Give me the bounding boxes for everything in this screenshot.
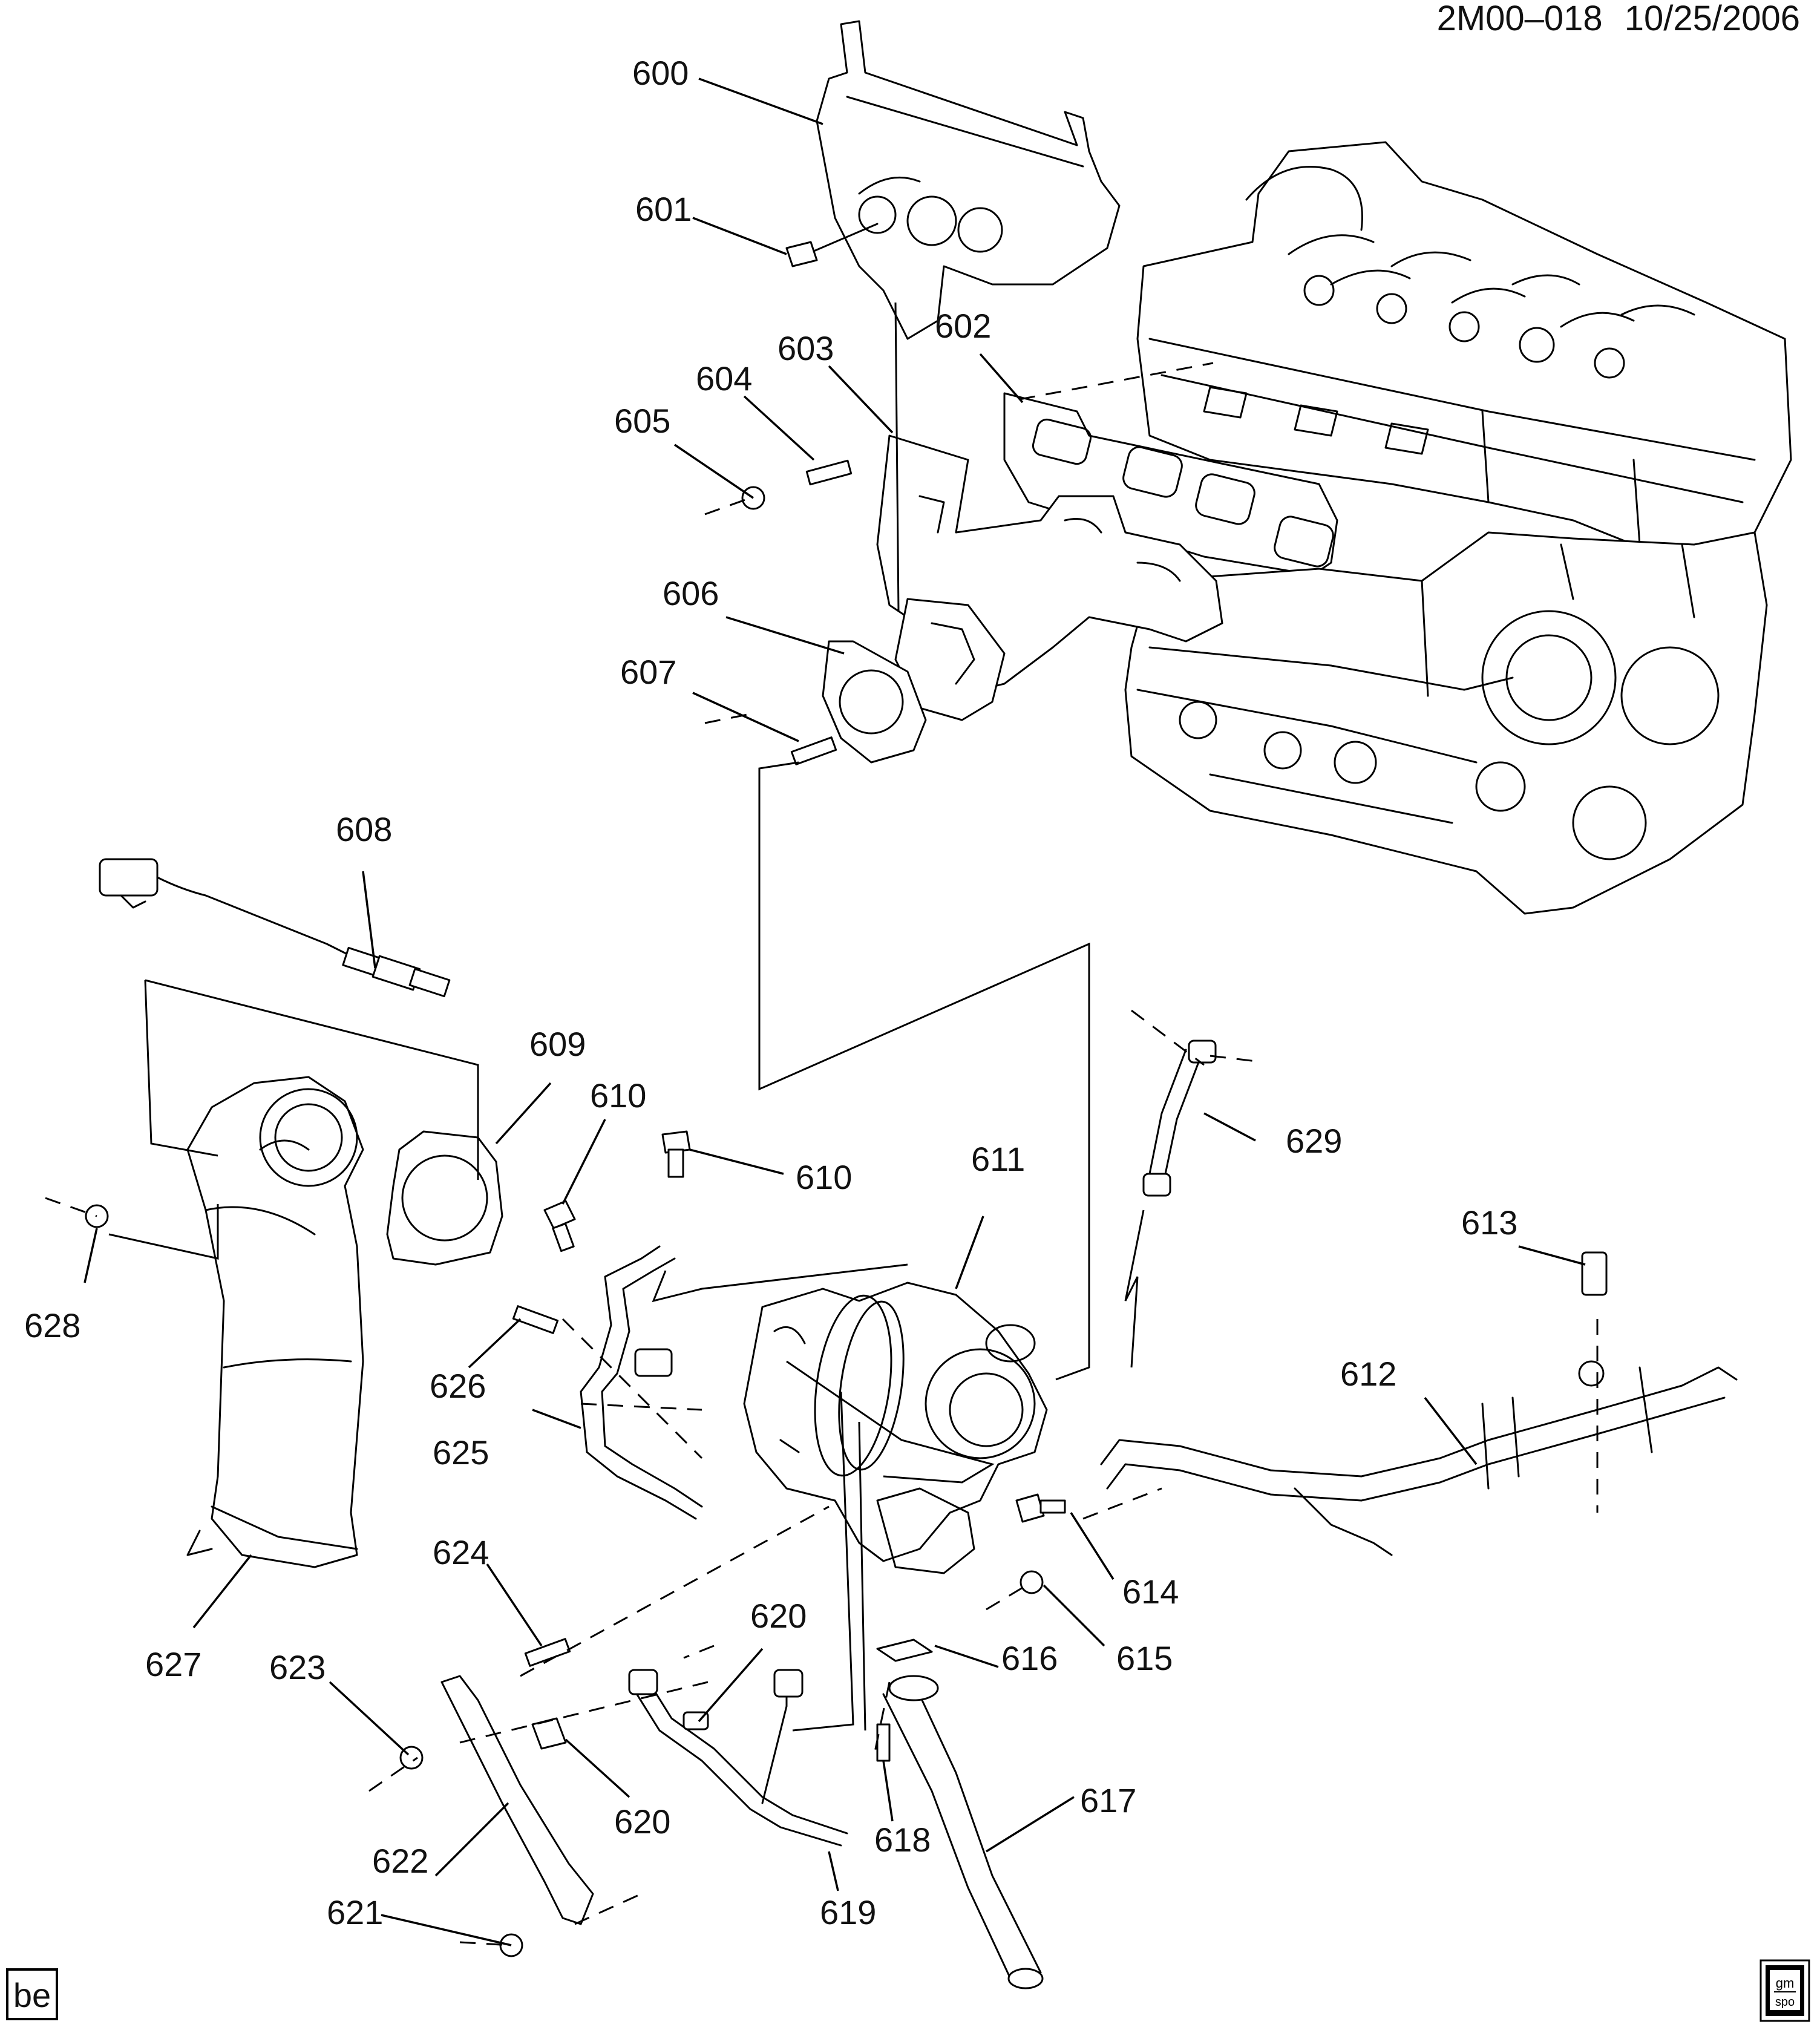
callout-624: 624 bbox=[433, 1533, 489, 1571]
callout-621: 621 bbox=[327, 1893, 383, 1931]
callout-622: 622 bbox=[372, 1842, 428, 1880]
pipe-625 bbox=[580, 1245, 703, 1520]
leader-lines bbox=[83, 77, 1586, 1946]
callout-603: 603 bbox=[777, 329, 834, 367]
callout-628: 628 bbox=[24, 1306, 80, 1344]
callout-610-upper: 610 bbox=[590, 1076, 646, 1115]
callout-602: 602 bbox=[935, 307, 991, 345]
callout-606: 606 bbox=[663, 574, 719, 612]
callout-609: 609 bbox=[529, 1025, 586, 1063]
callout-608: 608 bbox=[336, 810, 392, 848]
callout-623: 623 bbox=[269, 1648, 326, 1686]
oxygen-sensor-608 bbox=[99, 858, 451, 998]
diagram-date: 10/25/2006 bbox=[1625, 0, 1800, 38]
gasket-609 bbox=[386, 1130, 503, 1266]
callout-618: 618 bbox=[874, 1821, 931, 1859]
callout-613: 613 bbox=[1461, 1203, 1517, 1242]
illustration-badge: be bbox=[6, 1968, 58, 2020]
callout-626: 626 bbox=[430, 1367, 486, 1405]
fasteners bbox=[85, 223, 1608, 1957]
callout-614: 614 bbox=[1122, 1573, 1179, 1611]
callout-616: 616 bbox=[1001, 1639, 1058, 1677]
diagram-header: 2M00–018 10/25/2006 bbox=[1437, 0, 1800, 38]
heat-shield-600 bbox=[816, 20, 1121, 340]
turbocharger-611 bbox=[743, 1282, 1048, 1574]
callout-627: 627 bbox=[145, 1645, 201, 1683]
callout-605: 605 bbox=[614, 402, 670, 440]
callout-612: 612 bbox=[1340, 1355, 1396, 1393]
pipe-617 bbox=[882, 1675, 1044, 1989]
callout-620-lower: 620 bbox=[614, 1802, 670, 1841]
callout-labels: 600 601 602 603 604 605 606 607 608 609 … bbox=[24, 54, 1517, 1931]
callout-610-lower: 610 bbox=[796, 1158, 852, 1196]
oil-return-pipe-612 bbox=[1100, 1360, 1738, 1556]
callout-600: 600 bbox=[632, 54, 689, 92]
bracket-622 bbox=[440, 1675, 594, 1925]
exhaust-manifold-603 bbox=[876, 434, 1223, 721]
logo-spo-text: spo bbox=[1775, 1995, 1795, 2009]
engine-block bbox=[1003, 141, 1792, 915]
callout-615: 615 bbox=[1116, 1639, 1173, 1677]
callout-625: 625 bbox=[433, 1433, 489, 1472]
callout-619: 619 bbox=[820, 1893, 876, 1931]
diagram-code: 2M00–018 bbox=[1437, 0, 1603, 38]
logo-gm-text: gm bbox=[1776, 1976, 1795, 1991]
gm-spo-logo: gm spo bbox=[1759, 1959, 1810, 2022]
callout-607: 607 bbox=[620, 653, 676, 691]
badge-text: be bbox=[13, 1976, 51, 2014]
catalytic-converter-627 bbox=[186, 1076, 364, 1568]
callout-617: 617 bbox=[1080, 1781, 1136, 1819]
callout-601: 601 bbox=[635, 190, 692, 228]
callout-620-upper: 620 bbox=[750, 1597, 807, 1635]
pipe-629 bbox=[1142, 1039, 1217, 1197]
pipe-619 bbox=[628, 1669, 848, 1847]
callout-604: 604 bbox=[696, 359, 752, 398]
callout-629: 629 bbox=[1286, 1122, 1342, 1160]
gasket-606 bbox=[822, 640, 927, 764]
callout-611: 611 bbox=[971, 1140, 1025, 1178]
